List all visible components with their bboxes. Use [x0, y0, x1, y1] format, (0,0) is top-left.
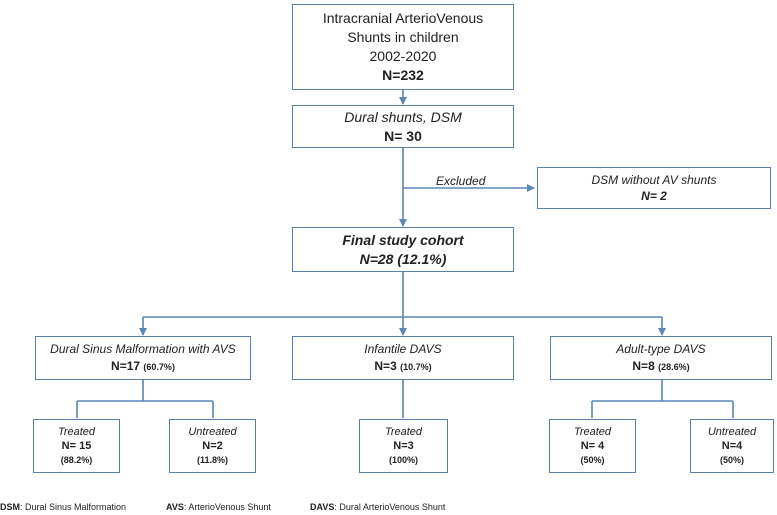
- excluded-n: N= 2: [641, 189, 667, 203]
- infantile-pct: (10.7%): [400, 361, 432, 372]
- adult-treated-label: Treated: [573, 426, 612, 438]
- adult-treated-pct: (50%): [580, 455, 605, 465]
- inf-treated-pct: (100%): [388, 455, 418, 465]
- infantile-n: N=3: [374, 358, 397, 373]
- infantile-title: Infantile DAVS: [364, 341, 442, 356]
- legend-davs-abbr: DAVS: [310, 502, 335, 512]
- box-infantile-davs: Infantile DAVS N=3 (10.7%): [292, 336, 514, 380]
- box-infantile-treated: Treated N=3 (100%): [359, 419, 448, 473]
- adult-untreated-n: N=4: [721, 440, 743, 452]
- dsm-avs-n: N=17: [111, 358, 141, 373]
- legend-davs-def: : Dural ArterioVenous Shunt: [334, 502, 446, 512]
- excluded-title: DSM without AV shunts: [591, 173, 717, 187]
- adult-title: Adult-type DAVS: [616, 341, 706, 356]
- legend-avs: AVS: ArterioVenous Shunt: [166, 502, 271, 512]
- final-n: N=28 (12.1%): [359, 250, 447, 267]
- adult-treated-n: N= 4: [580, 440, 605, 452]
- inf-treated-n: N=3: [393, 440, 414, 452]
- dsm-treated-n: N= 15: [61, 440, 92, 452]
- box-adult-davs: Adult-type DAVS N=8 (28.6%): [550, 336, 772, 380]
- top-line-3: 2002-2020: [369, 48, 437, 64]
- dsm-untreated-pct: (11.8%): [196, 455, 229, 465]
- legend-dsm: DSM: Dural Sinus Malformation: [0, 502, 126, 512]
- legend-avs-def: : ArterioVenous Shunt: [183, 502, 271, 512]
- dsm-treated-pct: (88.2%): [60, 455, 93, 465]
- top-n: N=232: [382, 67, 424, 83]
- inf-treated-label: Treated: [384, 426, 423, 438]
- dsm-avs-title: Dural Sinus Malformation with AVS: [50, 341, 236, 356]
- box-dural-shunts: Dural shunts, DSM N= 30: [292, 105, 514, 148]
- legend-dsm-abbr: DSM: [0, 502, 20, 512]
- legend-avs-abbr: AVS: [166, 502, 184, 512]
- adult-untreated-pct: (50%): [719, 455, 744, 465]
- adult-untreated-label: Untreated: [707, 426, 757, 438]
- box-dsm-treated: Treated N= 15 (88.2%): [33, 419, 120, 473]
- legend-davs: DAVS: Dural ArterioVenous Shunt: [310, 502, 445, 512]
- box-dsm-with-avs: Dural Sinus Malformation with AVS N=17 (…: [35, 336, 251, 380]
- box-final-cohort: Final study cohort N=28 (12.1%): [292, 227, 514, 272]
- dsm-untreated-n: N=2: [202, 440, 223, 452]
- box-adult-untreated: Untreated N=4 (50%): [690, 419, 774, 473]
- dsm-untreated-label: Untreated: [188, 426, 237, 438]
- box-intracranial-avs: Intracranial ArterioVenous Shunts in chi…: [292, 4, 514, 90]
- top-line-2: Shunts in children: [347, 29, 459, 45]
- final-title: Final study cohort: [342, 231, 464, 248]
- excluded-label: Excluded: [436, 174, 486, 188]
- adult-pct: (28.6%): [658, 361, 690, 372]
- dsm-treated-label: Treated: [57, 426, 96, 438]
- box-dsm-untreated: Untreated N=2 (11.8%): [169, 419, 256, 473]
- adult-n: N=8: [632, 358, 655, 373]
- top-line-1: Intracranial ArterioVenous: [322, 10, 484, 26]
- legend-dsm-def: : Dural Sinus Malformation: [20, 502, 127, 512]
- dural-n: N= 30: [384, 127, 422, 144]
- box-adult-treated: Treated N= 4 (50%): [549, 419, 636, 473]
- dsm-avs-pct: (60.7%): [143, 361, 175, 372]
- dural-title: Dural shunts, DSM: [344, 108, 462, 125]
- box-excluded: DSM without AV shunts N= 2: [537, 167, 771, 209]
